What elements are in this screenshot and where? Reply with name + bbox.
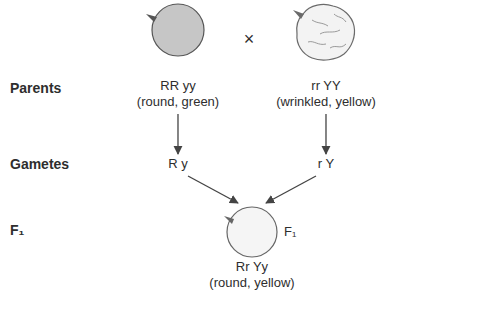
parent-genotype: RR yy(round, green) bbox=[135, 78, 221, 110]
inheritance-arrow bbox=[325, 114, 326, 154]
cross-symbol: × bbox=[244, 31, 255, 47]
generation-label: Gametes bbox=[10, 156, 69, 172]
pea-shape bbox=[224, 205, 280, 259]
gamete-genotype: r Y bbox=[316, 156, 336, 172]
phenotype-text: (round, yellow) bbox=[207, 275, 296, 291]
genotype-text: Rr Yy bbox=[207, 259, 296, 275]
wrinkled-pea bbox=[293, 5, 355, 61]
generation-label: F₁ bbox=[284, 224, 296, 240]
genotype-text: r Y bbox=[316, 156, 336, 172]
offspring-pea: Rr Yy(round, yellow) bbox=[207, 205, 296, 291]
inheritance-arrow bbox=[188, 176, 238, 203]
genotype-text: rr YY bbox=[274, 78, 378, 94]
inheritance-arrow bbox=[266, 176, 316, 203]
generation-label: F₁ bbox=[10, 222, 24, 238]
inheritance-arrow bbox=[177, 114, 178, 154]
phenotype-text: (wrinkled, yellow) bbox=[274, 94, 378, 110]
gamete-genotype: R y bbox=[166, 156, 190, 172]
generation-label: Parents bbox=[10, 80, 61, 96]
genotype-text: R y bbox=[166, 156, 190, 172]
genotype-text: RR yy bbox=[135, 78, 221, 94]
round-pea bbox=[146, 4, 204, 56]
phenotype-text: (round, green) bbox=[135, 94, 221, 110]
parent-genotype: rr YY(wrinkled, yellow) bbox=[274, 78, 378, 110]
